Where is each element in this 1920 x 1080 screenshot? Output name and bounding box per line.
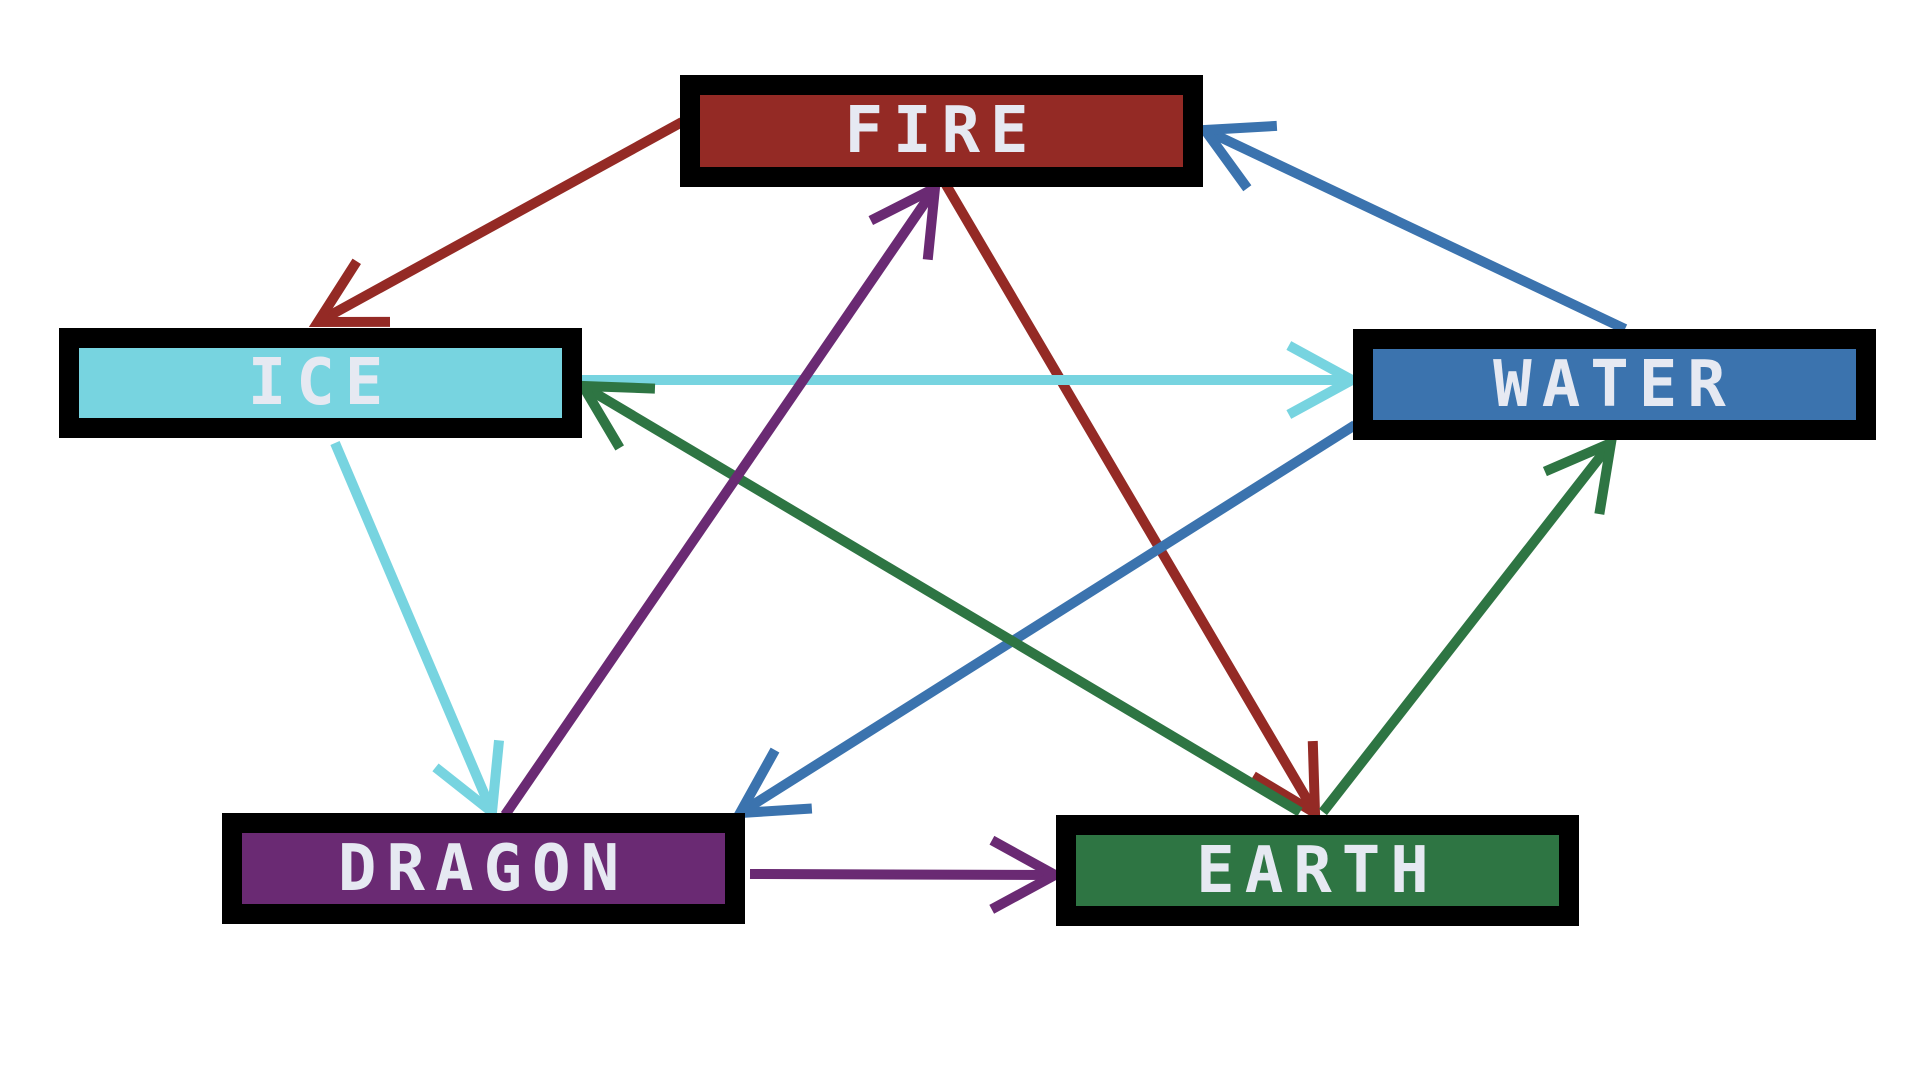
arrow-earth-to-water <box>1319 434 1618 816</box>
node-fire: FIRE <box>680 75 1203 187</box>
arrow-shaft <box>937 175 1320 816</box>
arrow-shaft <box>315 117 685 327</box>
arrow-head <box>432 739 505 822</box>
arrow-dragon-to-fire <box>500 179 941 818</box>
arrow-shaft <box>737 420 1358 818</box>
arrow-head <box>574 380 656 451</box>
node-dragon-label: DRAGON <box>337 831 630 906</box>
arrow-water-to-dragon <box>731 420 1358 819</box>
arrow-shaft <box>330 441 497 814</box>
arrow-head <box>1542 434 1618 515</box>
node-earth: EARTH <box>1056 815 1579 926</box>
arrow-shaft <box>500 185 940 818</box>
arrow-shaft <box>1202 125 1628 334</box>
arrow-head <box>731 747 813 819</box>
arrow-head <box>308 258 391 328</box>
arrow-fire-to-earth <box>937 175 1321 822</box>
node-fire-label: FIRE <box>844 94 1039 168</box>
arrow-head <box>989 835 1066 914</box>
arrow-water-to-fire <box>1195 120 1628 334</box>
node-ice: ICE <box>59 328 582 438</box>
arrow-shaft <box>580 381 1303 817</box>
arrow-fire-to-ice <box>308 117 685 328</box>
node-earth-label: EARTH <box>1196 833 1439 908</box>
node-dragon: DRAGON <box>222 813 745 924</box>
node-ice-label: ICE <box>247 346 394 420</box>
arrow-dragon-to-earth <box>749 835 1066 914</box>
arrow-head <box>868 179 941 261</box>
arrow-head <box>1250 740 1321 822</box>
arrow-shaft <box>1319 439 1615 816</box>
arrow-shaft <box>749 869 1056 880</box>
arrow-head <box>1195 120 1278 192</box>
node-water: WATER <box>1353 329 1876 440</box>
arrow-earth-to-ice <box>574 380 1303 817</box>
arrow-ice-to-dragon <box>330 441 505 822</box>
node-water-label: WATER <box>1493 347 1736 422</box>
arrow-head <box>1286 341 1363 419</box>
arrow-ice-to-water <box>582 341 1363 419</box>
